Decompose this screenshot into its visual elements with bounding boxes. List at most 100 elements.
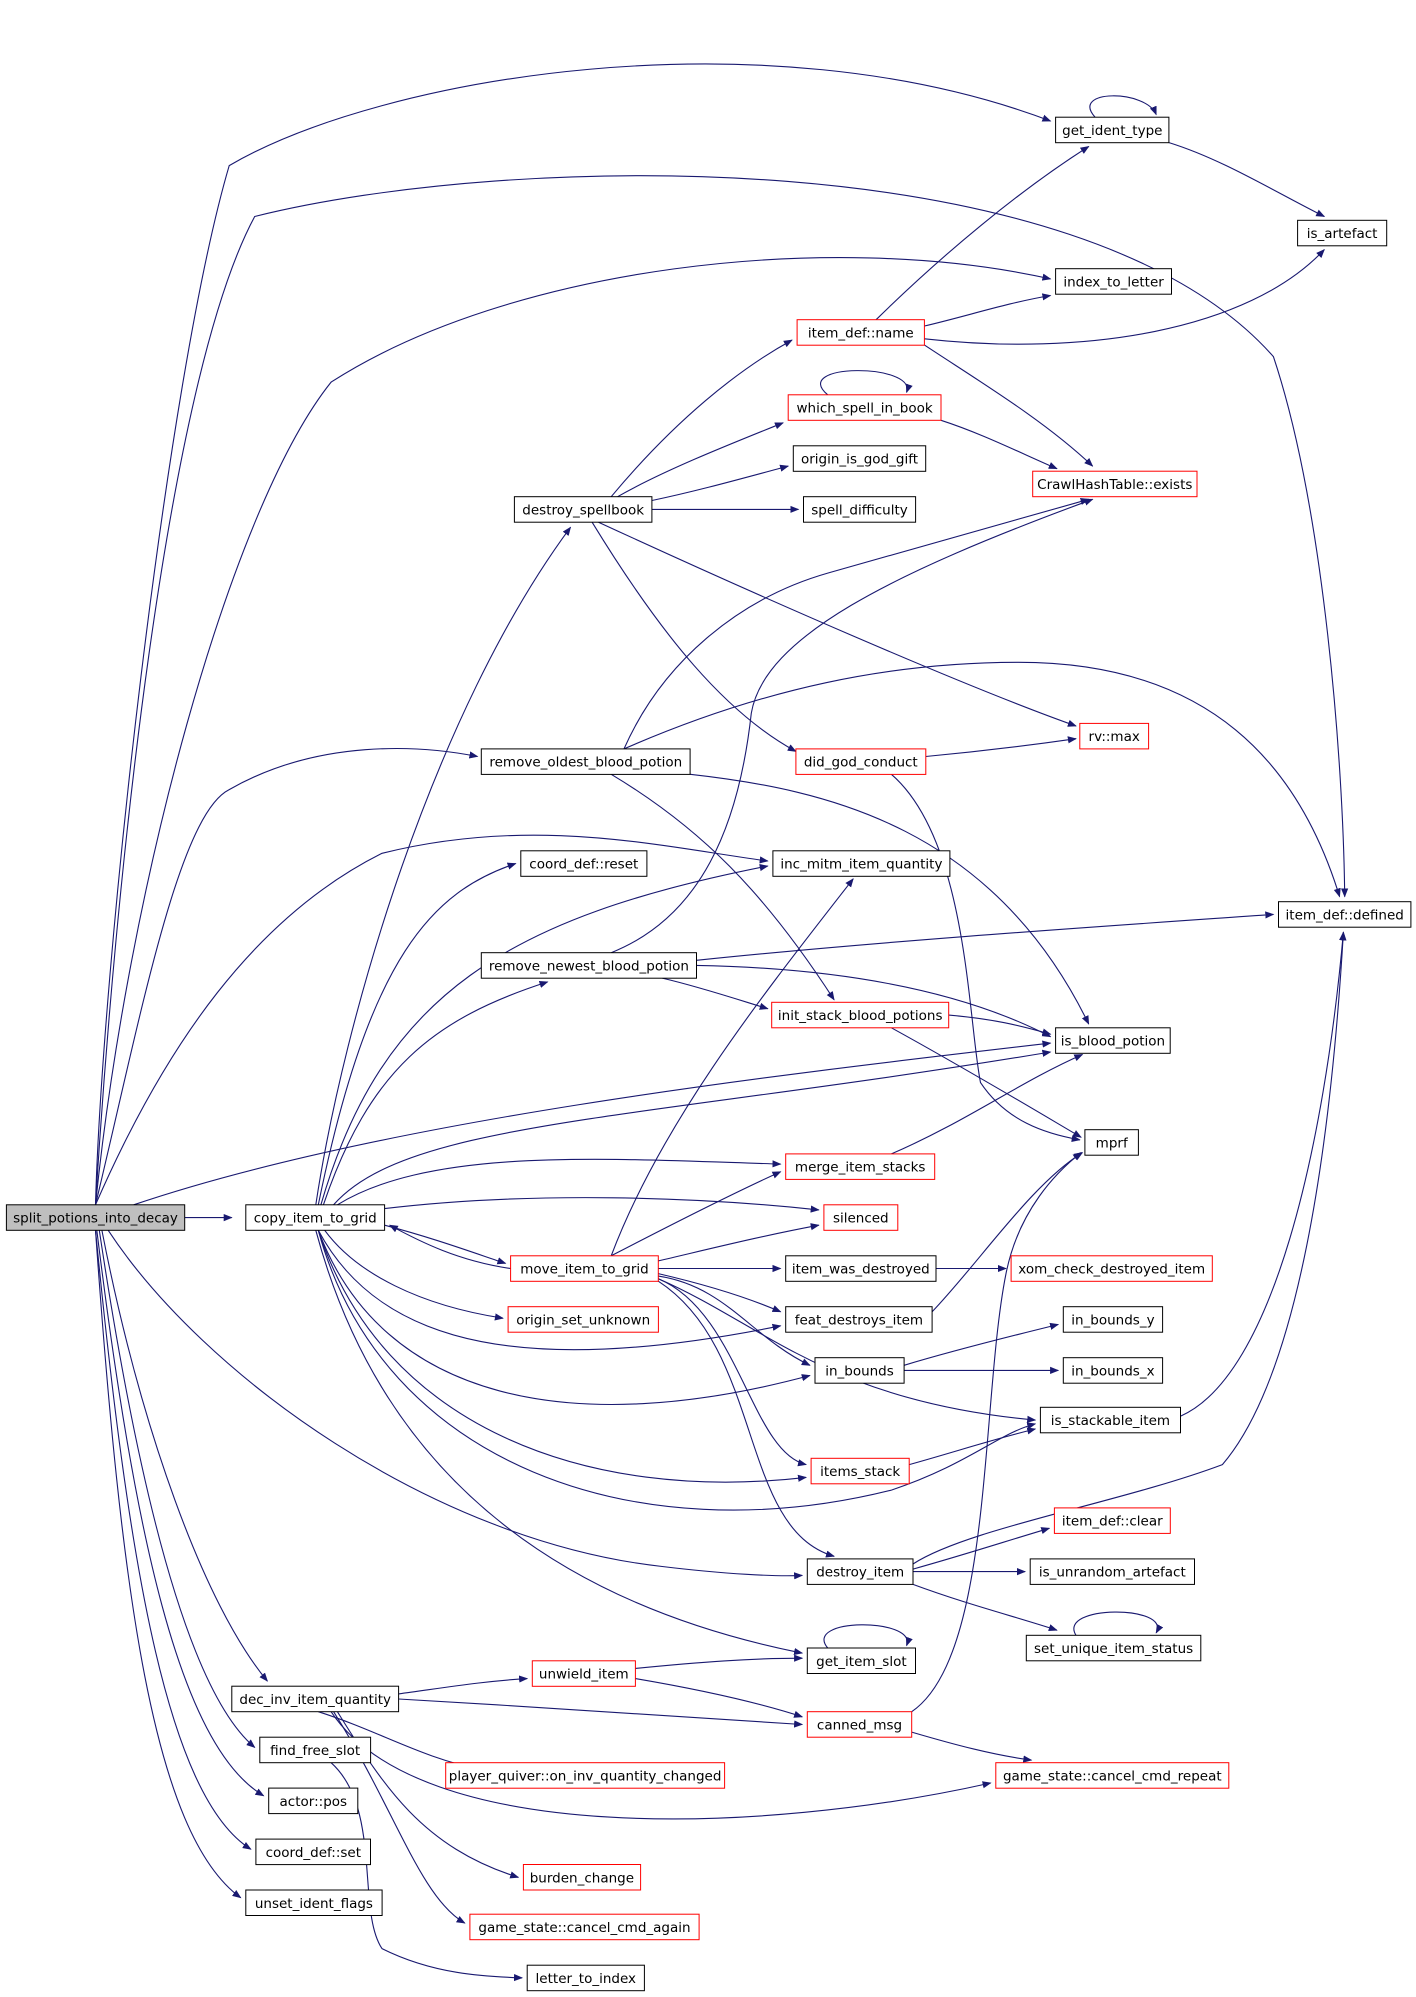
node-feat-destroys[interactable]: feat_destroys_item [785,1306,933,1333]
node-unwield[interactable]: unwield_item [531,1660,636,1687]
node-rv-max[interactable]: rv::max [1079,722,1150,750]
node-box [520,850,648,877]
edge-copy-to-is_blood [333,1049,1052,1206]
node-box [1055,268,1172,295]
node-box [814,1357,905,1384]
node-find-free[interactable]: find_free_slot [259,1736,372,1764]
node-mprf[interactable]: mprf [1084,1129,1139,1156]
edge-dec_inv-to-canned [398,1698,804,1728]
node-items-stack[interactable]: items_stack [810,1457,910,1485]
node-letter-to-index[interactable]: letter_to_index [526,1964,645,1992]
node-get-slot[interactable]: get_item_slot [806,1647,916,1674]
node-quiver[interactable]: player_quiver::on_inv_quantity_changed [445,1762,726,1789]
edge-move_item-to-in_bounds [658,1275,811,1366]
edge-destroy_spellbook-to-did_god [591,521,797,752]
node-in-bounds-x[interactable]: in_bounds_x [1062,1357,1164,1384]
node-remove-newest[interactable]: remove_newest_blood_potion [480,952,697,979]
node-box [245,1889,383,1916]
node-hash-exists[interactable]: CrawlHashTable::exists [1032,470,1198,498]
node-box [513,496,653,523]
node-cancel-again[interactable]: game_state::cancel_cmd_again [469,1913,700,1941]
node-box [806,1711,913,1738]
node-which-spell[interactable]: which_spell_in_book [787,394,942,421]
node-did-god[interactable]: did_god_conduct [795,748,927,775]
node-box [507,1306,659,1333]
edge-remove_newest-to-is_blood [696,964,1052,1038]
node-canned[interactable]: canned_msg [806,1711,913,1738]
node-move-item[interactable]: move_item_to_grid [510,1255,659,1282]
node-box [1297,219,1388,247]
node-unrandom[interactable]: is_unrandom_artefact [1029,1558,1195,1585]
node-in-bounds[interactable]: in_bounds [814,1357,905,1384]
node-item-clear[interactable]: item_def::clear [1053,1507,1171,1534]
node-dec-inv[interactable]: dec_inv_item_quantity [231,1685,400,1713]
node-destroy-item[interactable]: destroy_item [806,1558,914,1585]
node-box [1010,1255,1213,1282]
node-item-defined[interactable]: item_def::defined [1278,901,1412,928]
node-get-ident[interactable]: get_ident_type [1055,116,1170,144]
edge-copy-to-in_bounds [317,1230,811,1405]
node-label: split_potions_into_decay [13,1211,178,1227]
node-label: unset_ident_flags [255,1896,373,1912]
node-is-blood[interactable]: is_blood_potion [1055,1027,1171,1054]
node-label: dec_inv_item_quantity [239,1692,391,1708]
node-box [1032,470,1198,498]
node-box [268,1787,359,1815]
edge-destroy_spellbook-to-which_spell [617,422,784,498]
node-in-bounds-y[interactable]: in_bounds_y [1062,1306,1164,1333]
node-inc-mitm[interactable]: inc_mitm_item_quantity [772,850,951,877]
edge-copy-to-destroy_spellbook [315,526,572,1205]
edge-destroy_item-to-item_clear [912,1527,1051,1570]
edge-set_unique-to-set_unique [1073,1611,1164,1636]
node-label: which_spell_in_book [796,401,932,417]
edge-item_name-to-get_ident [875,146,1090,321]
edge-remove_newest-to-hash_exists [610,498,1094,954]
node-cancel-repeat[interactable]: game_state::cancel_cmd_repeat [995,1762,1230,1789]
node-label: did_god_conduct [804,755,918,771]
edge-get_slot-to-get_slot [823,1624,913,1649]
node-split[interactable]: split_potions_into_decay [5,1204,186,1231]
edge-item_name-to-is_artefact [924,248,1325,345]
node-label: origin_set_unknown [516,1312,650,1328]
node-item-name[interactable]: item_def::name [796,319,925,346]
node-origin-unknown[interactable]: origin_set_unknown [507,1306,659,1333]
node-remove-oldest[interactable]: remove_oldest_blood_potion [480,748,691,775]
node-label: game_state::cancel_cmd_again [478,1920,690,1936]
edge-which_spell-to-hash_exists [940,419,1058,470]
node-is-artefact[interactable]: is_artefact [1297,219,1388,247]
node-label: copy_item_to_grid [254,1211,377,1227]
node-burden[interactable]: burden_change [522,1864,642,1891]
node-unset-ident[interactable]: unset_ident_flags [245,1889,383,1916]
edge-in_bounds-to-in_bounds_y [903,1322,1060,1366]
node-copy[interactable]: copy_item_to_grid [245,1204,386,1231]
edge-move_item-to-items_stack [658,1278,807,1467]
node-origin-god[interactable]: origin_is_god_gift [792,445,927,472]
edge-split-to-find_free [98,1230,256,1748]
node-label: destroy_spellbook [522,502,644,518]
node-destroy-spellbook[interactable]: destroy_spellbook [513,496,653,523]
node-label: set_unique_item_status [1034,1641,1193,1657]
node-silenced[interactable]: silenced [823,1204,899,1231]
node-box [810,1457,910,1485]
node-init-stack[interactable]: init_stack_blood_potions [771,1001,950,1029]
edge-feat_destroys-to-mprf [931,1152,1084,1313]
edge-copy-to-merge [337,1158,782,1206]
node-box [531,1660,636,1687]
edge-destroy_spellbook-to-item_name [610,339,793,498]
node-spell-diff[interactable]: spell_difficulty [803,496,917,523]
node-item-destroyed[interactable]: item_was_destroyed [785,1255,937,1282]
node-label: move_item_to_grid [520,1262,648,1278]
node-box [995,1762,1230,1789]
node-box [445,1762,726,1789]
node-actor-pos[interactable]: actor::pos [268,1787,359,1815]
node-set-unique[interactable]: set_unique_item_status [1025,1634,1202,1662]
node-stackable[interactable]: is_stackable_item [1039,1406,1182,1434]
node-merge[interactable]: merge_item_stacks [785,1153,936,1180]
edge-split-to-actor_pos [96,1230,265,1797]
node-index-to-letter[interactable]: index_to_letter [1055,268,1172,295]
node-xom[interactable]: xom_check_destroyed_item [1010,1255,1213,1282]
node-coord-reset[interactable]: coord_def::reset [520,850,648,877]
edge-copy-to-remove_newest [322,980,549,1205]
node-coord-set[interactable]: coord_def::set [255,1838,371,1866]
